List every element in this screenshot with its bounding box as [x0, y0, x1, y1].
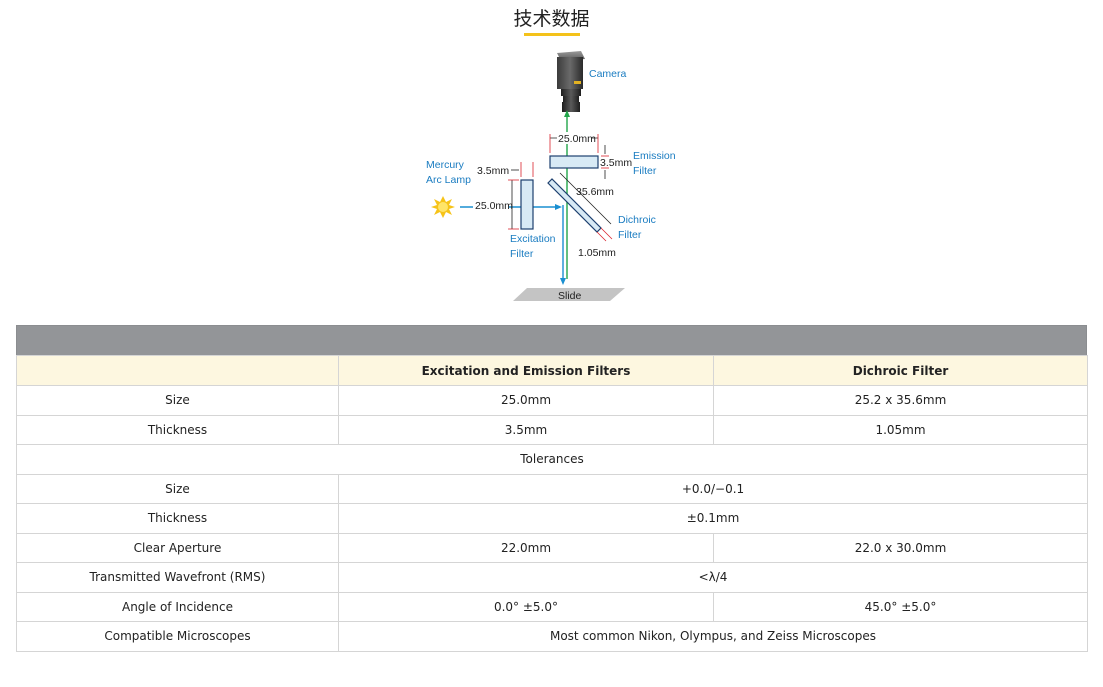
row-label: Compatible Microscopes — [16, 621, 339, 652]
dim-excitation-thick: 3.5mm — [477, 165, 509, 177]
slide-shape — [513, 288, 625, 301]
row-label: Size — [16, 385, 339, 416]
row-value-excitation: 22.0mm — [338, 532, 714, 563]
emission-label-1: Emission — [633, 150, 676, 162]
camera-icon — [557, 51, 585, 112]
dim-dichroic-thick: 1.05mm — [578, 247, 616, 259]
table-row: Clear Aperture 22.0mm 22.0 x 30.0mm — [16, 532, 1088, 563]
row-value-span: ±0.1mm — [338, 503, 1088, 534]
row-value-span: <λ/4 — [338, 562, 1088, 593]
row-label: Transmitted Wavefront (RMS) — [16, 562, 339, 593]
row-value-span: +0.0/−0.1 — [338, 473, 1088, 504]
mercury-label-2: Arc Lamp — [426, 174, 471, 186]
table-row: Size 25.0mm 25.2 x 35.6mm — [16, 385, 1088, 416]
emission-filter-shape — [549, 155, 599, 169]
row-label: Thickness — [16, 503, 339, 534]
specs-table-container: Excitation and Emission Filters Dichroic… — [16, 325, 1088, 652]
row-value-excitation: 0.0° ±5.0° — [338, 591, 714, 622]
table-header-row: Excitation and Emission Filters Dichroic… — [16, 355, 1088, 386]
filter-setup-diagram: Camera 25.0mm 3.5mm Emission Filter Merc… — [415, 45, 685, 307]
excitation-label-2: Filter — [510, 248, 534, 260]
table-row: Transmitted Wavefront (RMS) <λ/4 — [16, 562, 1088, 593]
table-row: Thickness 3.5mm 1.05mm — [16, 414, 1088, 445]
table-row: Size +0.0/−0.1 — [16, 473, 1088, 504]
dim-excitation-width: 25.0mm — [475, 200, 513, 212]
camera-label: Camera — [589, 68, 627, 80]
page-title-block: 技术数据 — [0, 4, 1103, 36]
slide-label: Slide — [558, 290, 582, 302]
dim-emission-thick: 3.5mm — [600, 157, 632, 169]
row-value-excitation: 3.5mm — [338, 414, 714, 445]
mercury-label-1: Mercury — [426, 159, 465, 171]
title-underline — [523, 33, 580, 36]
section-label-tolerances: Tolerances — [16, 444, 1088, 475]
row-value-dichroic: 25.2 x 35.6mm — [713, 385, 1088, 416]
table-row: Angle of Incidence 0.0° ±5.0° 45.0° ±5.0… — [16, 591, 1088, 622]
table-row: Thickness ±0.1mm — [16, 503, 1088, 534]
emission-label-2: Filter — [633, 165, 657, 177]
dichroic-label-2: Filter — [618, 229, 642, 241]
table-header-bar — [16, 325, 1087, 355]
row-value-dichroic: 22.0 x 30.0mm — [713, 532, 1088, 563]
dim-dichroic-len: 35.6mm — [576, 186, 614, 198]
header-cell-excitation-emission: Excitation and Emission Filters — [338, 355, 714, 386]
dim-emission-width: 25.0mm — [558, 133, 596, 145]
row-label: Clear Aperture — [16, 532, 339, 563]
specs-table: Excitation and Emission Filters Dichroic… — [16, 355, 1088, 652]
emission-arrow — [564, 110, 570, 117]
row-label: Size — [16, 473, 339, 504]
row-label: Thickness — [16, 414, 339, 445]
row-value-excitation: 25.0mm — [338, 385, 714, 416]
row-value-dichroic: 45.0° ±5.0° — [713, 591, 1088, 622]
row-value-span: Most common Nikon, Olympus, and Zeiss Mi… — [338, 621, 1088, 652]
excitation-filter-shape — [520, 179, 534, 230]
dichroic-label-1: Dichroic — [618, 214, 656, 226]
table-row: Compatible Microscopes Most common Nikon… — [16, 621, 1088, 652]
excitation-label-1: Excitation — [510, 233, 556, 245]
row-value-dichroic: 1.05mm — [713, 414, 1088, 445]
header-cell-blank — [16, 355, 339, 386]
row-label: Angle of Incidence — [16, 591, 339, 622]
page-title: 技术数据 — [513, 8, 590, 30]
sun-lamp-icon — [431, 196, 455, 218]
header-cell-dichroic: Dichroic Filter — [713, 355, 1088, 386]
table-section-row: Tolerances — [16, 444, 1088, 475]
